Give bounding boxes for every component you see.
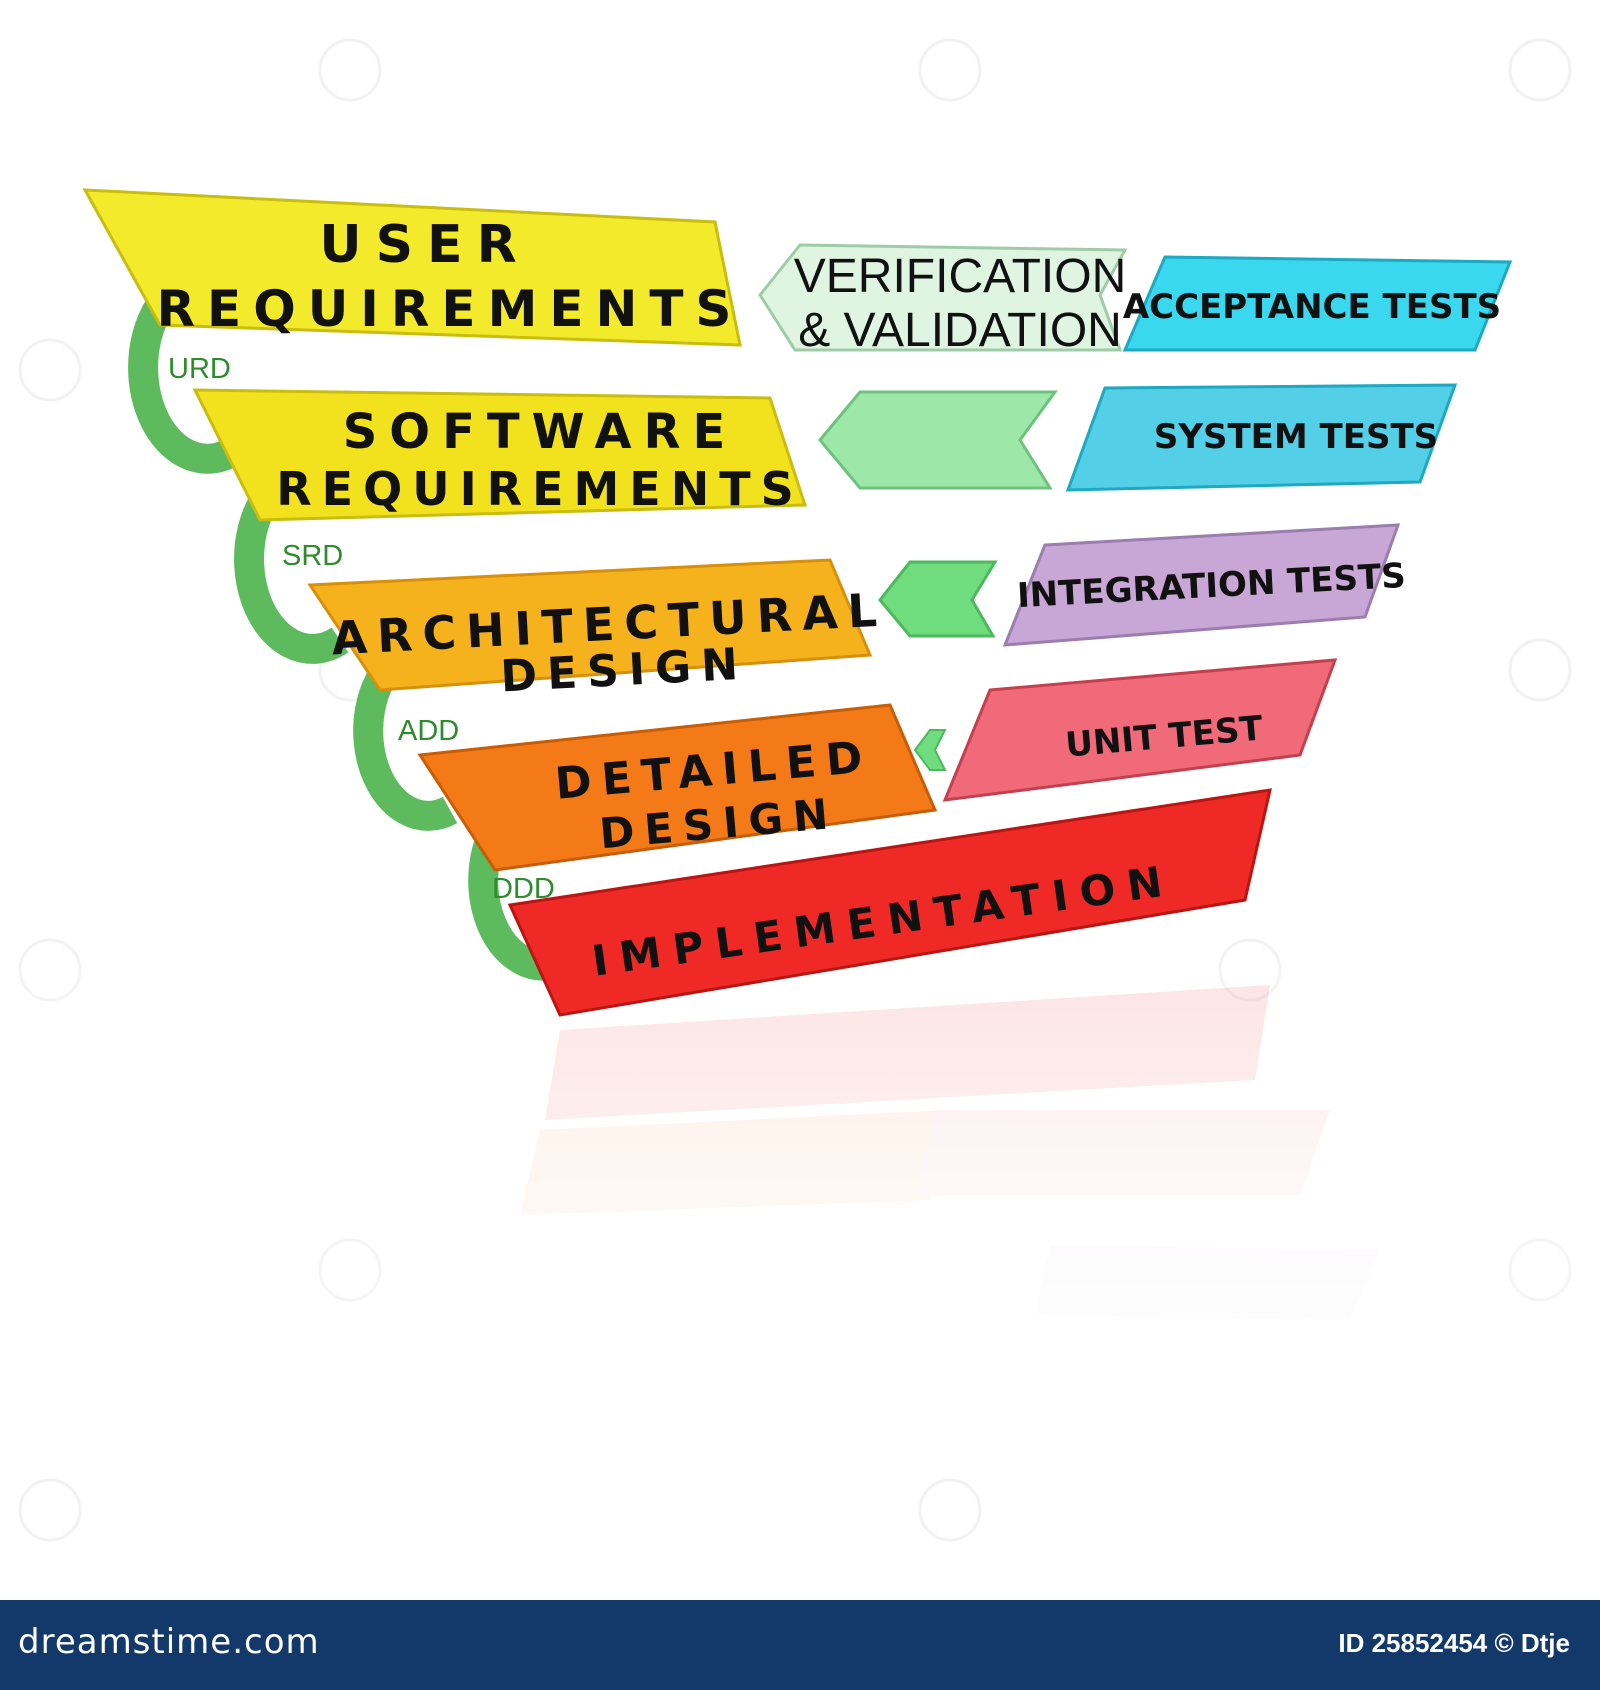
verification-arrow-2: [818, 390, 1058, 490]
phase-line-1: USER: [319, 215, 530, 275]
phase-integration-tests: INTEGRATION TESTS: [1002, 523, 1407, 647]
verification-arrow-4: [913, 729, 947, 771]
footer-bar: dreamstime.com ID 25852454 © Dtje: [0, 1600, 1600, 1690]
phase-software-requirements: SOFTWARE REQUIREMENTS: [192, 388, 808, 522]
phase-detailed-design: DETAILED DESIGN: [417, 703, 938, 872]
verification-arrow-1: VERIFICATION & VALIDATION: [758, 243, 1128, 357]
reflection: [0, 960, 1600, 1360]
phase-acceptance-tests: ACCEPTANCE TESTS: [1122, 255, 1513, 352]
doc-label-ddd: DDD: [492, 873, 555, 905]
verification-arrow-3: [878, 560, 998, 638]
v-model-diagram: USER REQUIREMENTS SOFTWARE REQUIREMENTS …: [0, 38, 1600, 1542]
verification-line-2: & VALIDATION: [798, 304, 1122, 357]
phase-user-requirements: USER REQUIREMENTS: [82, 188, 744, 347]
doc-label-urd: URD: [168, 353, 231, 385]
phase-architectural-design: ARCHITECTURAL DESIGN: [307, 558, 888, 702]
footer-image-meta: ID 25852454 © Dtje: [1338, 1628, 1570, 1658]
test-label: ACCEPTANCE TESTS: [1123, 287, 1501, 327]
doc-label-add: ADD: [398, 715, 459, 747]
doc-label-srd: SRD: [282, 540, 343, 572]
footer-site[interactable]: dreamstime.com: [18, 1622, 320, 1662]
phase-line-2: REQUIREMENTS: [157, 280, 744, 338]
phase-unit-test: UNIT TEST: [942, 658, 1338, 802]
test-label: SYSTEM TESTS: [1154, 417, 1438, 457]
phase-system-tests: SYSTEM TESTS: [1065, 383, 1458, 492]
verification-line-1: VERIFICATION: [794, 250, 1126, 303]
phase-line-2: REQUIREMENTS: [276, 462, 803, 516]
phase-line-1: SOFTWARE: [343, 404, 738, 460]
